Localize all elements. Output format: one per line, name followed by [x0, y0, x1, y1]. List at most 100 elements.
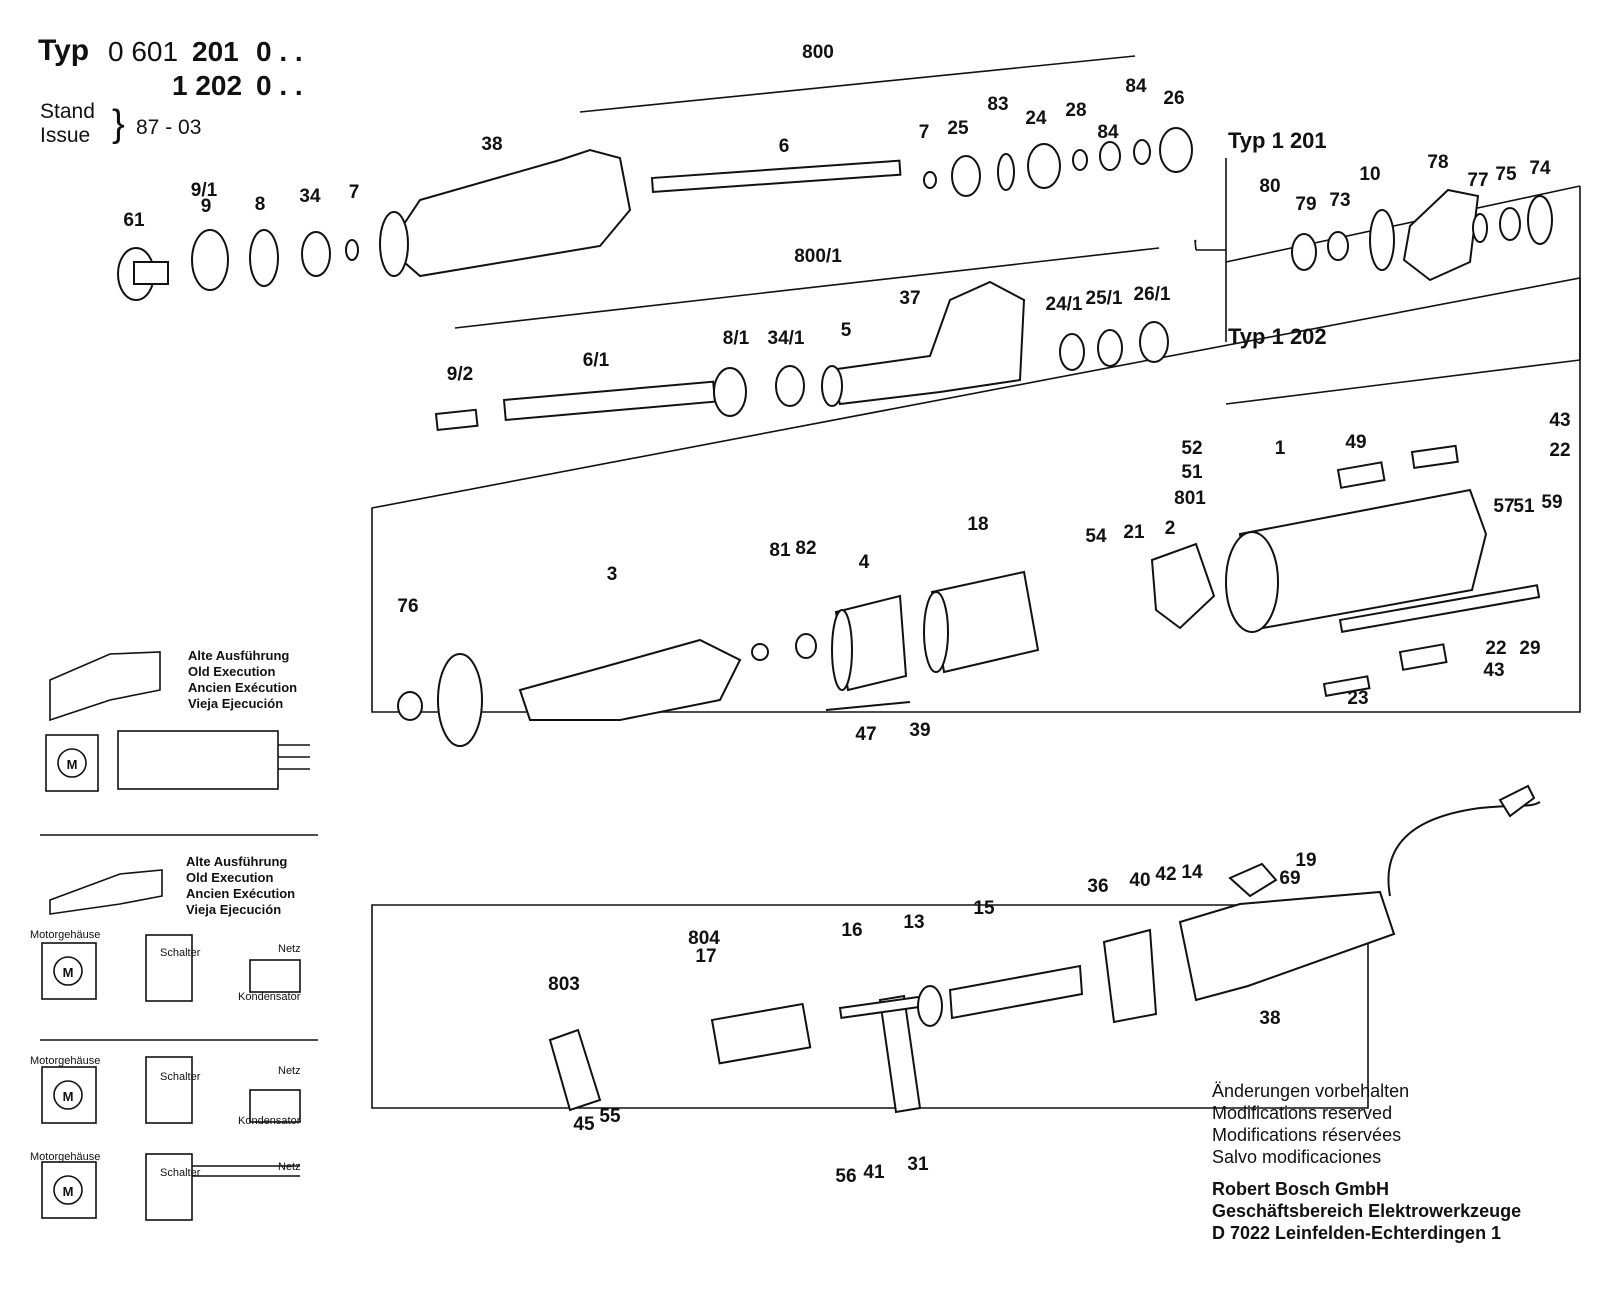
wiring-motor-box-1	[45, 734, 99, 792]
part-9-2	[434, 408, 479, 432]
part-76	[397, 691, 423, 721]
part-label-7: 7	[349, 182, 360, 203]
part-label-25-1: 25/1	[1086, 288, 1123, 309]
part-803	[548, 1028, 602, 1112]
part-label-43: 43	[1483, 660, 1504, 681]
part-label-24-1: 24/1	[1046, 294, 1083, 315]
part-label-38: 38	[481, 134, 502, 155]
part-label-18: 18	[967, 514, 988, 535]
part-label-15: 15	[973, 898, 995, 919]
spindle-parts-1201	[117, 127, 1193, 301]
typ-label: Typ	[38, 34, 90, 67]
part-label-40: 40	[1129, 870, 1150, 891]
part-label-24: 24	[1025, 108, 1047, 129]
part-26-1	[1139, 321, 1169, 363]
schalter-label-1: Schalter	[160, 947, 201, 959]
part-3-armature	[518, 638, 742, 721]
part-label-56: 56	[835, 1166, 856, 1187]
plug	[1498, 784, 1536, 818]
part-label-76: 76	[397, 596, 418, 617]
issue-date: 87 - 03	[136, 116, 202, 139]
part-14	[1178, 890, 1396, 1002]
part-label-77: 77	[1467, 170, 1488, 191]
netz-label-1: Netz	[278, 943, 301, 955]
part-17	[710, 1002, 812, 1065]
company-address: D 7022 Leinfelden-Echterdingen 1	[1212, 1223, 1502, 1243]
part-22b	[1398, 643, 1448, 671]
part-label-23: 23	[1347, 688, 1368, 709]
part-label-8: 8	[255, 194, 266, 215]
part-label-1: 1	[1275, 438, 1286, 459]
motor-symbol-4	[53, 1175, 83, 1205]
part-label-37: 37	[899, 288, 920, 309]
part-label-39: 39	[909, 720, 930, 741]
frame-switch-group	[371, 904, 1369, 1109]
part-25	[951, 155, 981, 197]
part-75	[1499, 207, 1521, 241]
part-79	[1291, 233, 1317, 271]
modifications-de: Änderungen vorbehalten	[1212, 1081, 1410, 1101]
old-execution-es: Vieja Ejecución	[188, 696, 284, 711]
part-label-26-1: 26/1	[1134, 284, 1171, 305]
part-label-22: 22	[1549, 440, 1570, 461]
part-36	[1102, 928, 1158, 1024]
part-22a	[1410, 444, 1459, 469]
part-label-47: 47	[855, 724, 876, 745]
part-34-1	[775, 365, 805, 407]
part-label-84: 84	[1125, 76, 1147, 97]
part-label-43: 43	[1549, 410, 1570, 431]
part-label-57: 57	[1493, 496, 1514, 517]
part-label-34: 34	[299, 186, 321, 207]
variant-label-1201: Typ 1 201	[1228, 128, 1327, 153]
part-15	[948, 964, 1084, 1020]
part-28	[1072, 149, 1088, 171]
part-label-8-1: 8/1	[723, 328, 750, 349]
part-77	[1472, 213, 1488, 243]
part-7b	[923, 171, 937, 189]
part-label-36: 36	[1087, 876, 1108, 897]
part-label-22: 22	[1485, 638, 1506, 659]
part-label-10: 10	[1359, 164, 1380, 185]
old-execution-en: Old Execution	[186, 870, 274, 885]
part-label-49: 49	[1345, 432, 1366, 453]
old-execution-fr: Ancien Exécution	[186, 886, 296, 901]
wiring-diagrams	[40, 651, 318, 1221]
part-label-45: 45	[573, 1114, 595, 1135]
part-label-81: 81	[769, 540, 791, 561]
part-label-19: 19	[1295, 850, 1316, 871]
part-8	[249, 229, 279, 287]
part-8-1	[713, 367, 747, 417]
part-label-55: 55	[599, 1106, 621, 1127]
part-label-54: 54	[1085, 526, 1107, 547]
part-label-41: 41	[863, 1162, 885, 1183]
motorgehaeuse-label-2: Motorgehäuse	[30, 1055, 100, 1067]
part-6-1	[502, 380, 717, 422]
part-label-9: 9	[201, 196, 212, 217]
issue-label: Issue	[40, 124, 91, 147]
part-label-9-1: 9/1	[191, 180, 218, 201]
part-label-7: 7	[919, 122, 930, 143]
part-34	[301, 231, 331, 277]
part-29	[1338, 584, 1541, 633]
company-name: Robert Bosch GmbH	[1212, 1179, 1390, 1199]
kondensator-label-2: Kondensator	[238, 1115, 301, 1127]
old-execution-en: Old Execution	[188, 664, 276, 679]
type-number-suffix-2: 0 . .	[256, 70, 303, 101]
part-label-16: 16	[841, 920, 862, 941]
type-number-1202: 1 202	[172, 70, 243, 101]
part-label-51: 51	[1513, 496, 1535, 517]
part-label-69: 69	[1279, 868, 1300, 889]
part-label-51: 51	[1181, 462, 1203, 483]
company-block: Robert Bosch GmbH Geschäftsbereich Elekt…	[1212, 1178, 1521, 1244]
schalter-label-3: Schalter	[160, 1167, 201, 1179]
part-3-fan	[437, 653, 483, 747]
part-label-5: 5	[841, 320, 852, 341]
part-label-803: 803	[548, 974, 580, 995]
old-execution-note-1: Alte Ausführung Old Execution Ancien Exé…	[188, 648, 297, 712]
part-label-2: 2	[1165, 518, 1176, 539]
part-label-9-2: 9/2	[447, 364, 473, 385]
part-label-80: 80	[1259, 176, 1280, 197]
part-31	[878, 994, 922, 1114]
gear-housing-parts	[1291, 188, 1553, 282]
